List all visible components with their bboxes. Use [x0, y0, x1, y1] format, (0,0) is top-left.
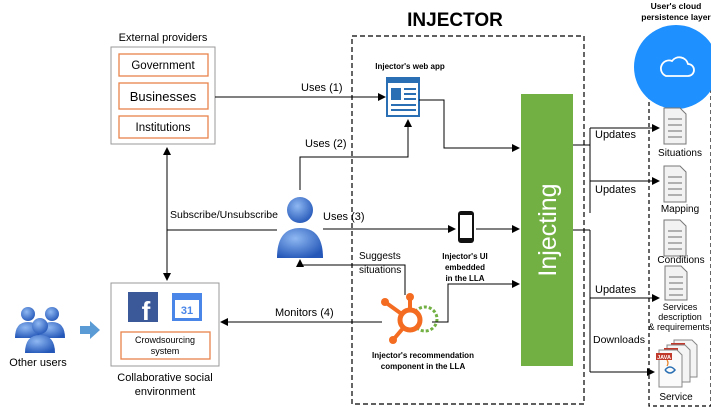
arrow-recommendation-to-injecting [432, 280, 520, 323]
facebook-icon: f [128, 292, 158, 326]
java-files-icon: JAVA [656, 339, 698, 388]
suggests-label-line2: situations [359, 265, 401, 276]
recommendation-label-line2: component in the LLA [381, 362, 466, 371]
uses-1-label: Uses (1) [301, 82, 343, 94]
injecting-label: Injecting [534, 183, 562, 276]
updates-label-1: Updates [595, 129, 636, 141]
collaborative-caption-line1: Collaborative social [117, 372, 212, 384]
ui-embedded-line1: Injector's UI [442, 252, 487, 261]
calendar-number: 31 [181, 305, 193, 317]
provider-government [118, 53, 209, 77]
updates-label-3: Updates [595, 284, 636, 296]
subscribe-label: Subscribe/Unsubscribe [170, 209, 278, 221]
other-users-icon [15, 307, 65, 353]
provider-businesses [118, 82, 209, 110]
calendar-icon: 31 [172, 293, 202, 321]
provider-institutions [118, 115, 209, 139]
arrow-webapp-to-injecting [419, 99, 520, 152]
cloud-circle [634, 25, 711, 109]
uses-3-label: Uses (3) [323, 211, 365, 223]
cloud-icon [660, 56, 695, 77]
java-tag: JAVA [657, 355, 671, 361]
crowdsourcing-line1: Crowdsourcing [135, 335, 195, 345]
conditions-label: Conditions [657, 255, 704, 266]
collaborative-caption-line2: environment [135, 386, 196, 398]
updates-label-2: Updates [595, 184, 636, 196]
external-providers-title: External providers [119, 32, 208, 44]
arrow-uses-2 [299, 119, 412, 190]
provider-institutions-label: Institutions [136, 122, 191, 134]
uses-2-label: Uses (2) [305, 138, 347, 150]
svg-text:f: f [142, 296, 151, 326]
injecting-block [521, 94, 573, 366]
provider-businesses-label: Businesses [130, 89, 197, 104]
web-app-icon [386, 77, 420, 117]
recommendation-hub-icon [381, 293, 439, 344]
monitors-label: Monitors (4) [275, 307, 334, 319]
ui-embedded-line3: in the LLA [445, 274, 484, 283]
injector-boundary [351, 35, 585, 405]
downloads-label: Downloads [593, 334, 645, 346]
mapping-document-icon [663, 165, 687, 203]
suggests-label-line1: Suggests [359, 251, 401, 262]
situations-document-icon [663, 107, 687, 145]
crowdsourcing-box [120, 331, 211, 360]
other-users-arrow-icon [80, 321, 100, 339]
situations-label: Situations [658, 148, 702, 159]
web-app-label: Injector's web app [375, 62, 445, 71]
services-label-line3: & requirements [648, 322, 710, 332]
phone-icon [458, 211, 474, 243]
user-icon [277, 197, 323, 258]
recommendation-label-line1: Injector's recommendation [372, 351, 474, 360]
services-document-icon [664, 265, 688, 301]
other-users-label: Other users [9, 357, 67, 369]
services-label-line2: description [658, 312, 702, 322]
mapping-label: Mapping [661, 204, 699, 215]
crowdsourcing-line2: system [151, 346, 180, 356]
arrow-suggests [296, 259, 406, 295]
cloud-layer-title-line1: User's cloud [651, 1, 702, 11]
ui-embedded-line2: embedded [445, 263, 485, 272]
cloud-layer-title-line2: persistence layer [641, 12, 711, 22]
diagram-title: INJECTOR [407, 10, 503, 31]
conditions-document-icon [663, 219, 687, 257]
service-label: Service [659, 392, 693, 403]
services-label-line1: Services [663, 302, 698, 312]
provider-government-label: Government [131, 60, 195, 72]
